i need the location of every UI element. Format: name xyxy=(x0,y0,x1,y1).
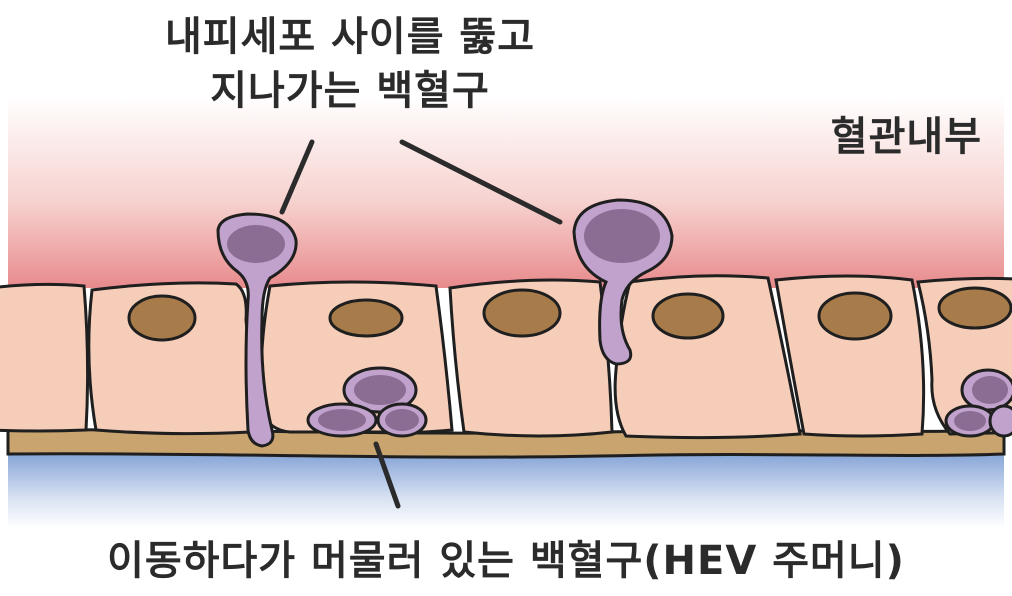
transmigrating-leukocyte xyxy=(216,212,298,448)
leader-line-right xyxy=(399,139,563,225)
tissue-below xyxy=(8,450,1004,528)
nucleus xyxy=(127,294,197,342)
transmigration-label-line2: 지나가는 백혈구 xyxy=(210,68,490,114)
hev-pocket-leukocytes xyxy=(944,368,1012,438)
transmigration-label: 내피세포 사이를 뚫고 지나가는 백혈구 xyxy=(20,10,680,118)
endothelial-cell xyxy=(0,282,90,433)
transmigrating-leukocyte xyxy=(572,198,674,366)
leader-line-bottom xyxy=(373,441,401,509)
leader-lines xyxy=(279,139,563,509)
transmigration-label-line1: 내피세포 사이를 뚫고 xyxy=(164,14,536,60)
lumen-label: 혈관내부 xyxy=(830,114,982,160)
nucleus xyxy=(482,288,562,338)
nucleus xyxy=(651,292,725,340)
leader-line-left xyxy=(279,139,315,215)
hev-pocket-label: 이동하다가 머물러 있는 백혈구(HEV 주머니) xyxy=(107,538,905,584)
nucleus xyxy=(937,286,1012,330)
nuclei xyxy=(127,286,1012,342)
nucleus xyxy=(817,291,893,341)
nucleus xyxy=(328,298,404,338)
hev-pocket-leukocytes xyxy=(306,366,428,438)
